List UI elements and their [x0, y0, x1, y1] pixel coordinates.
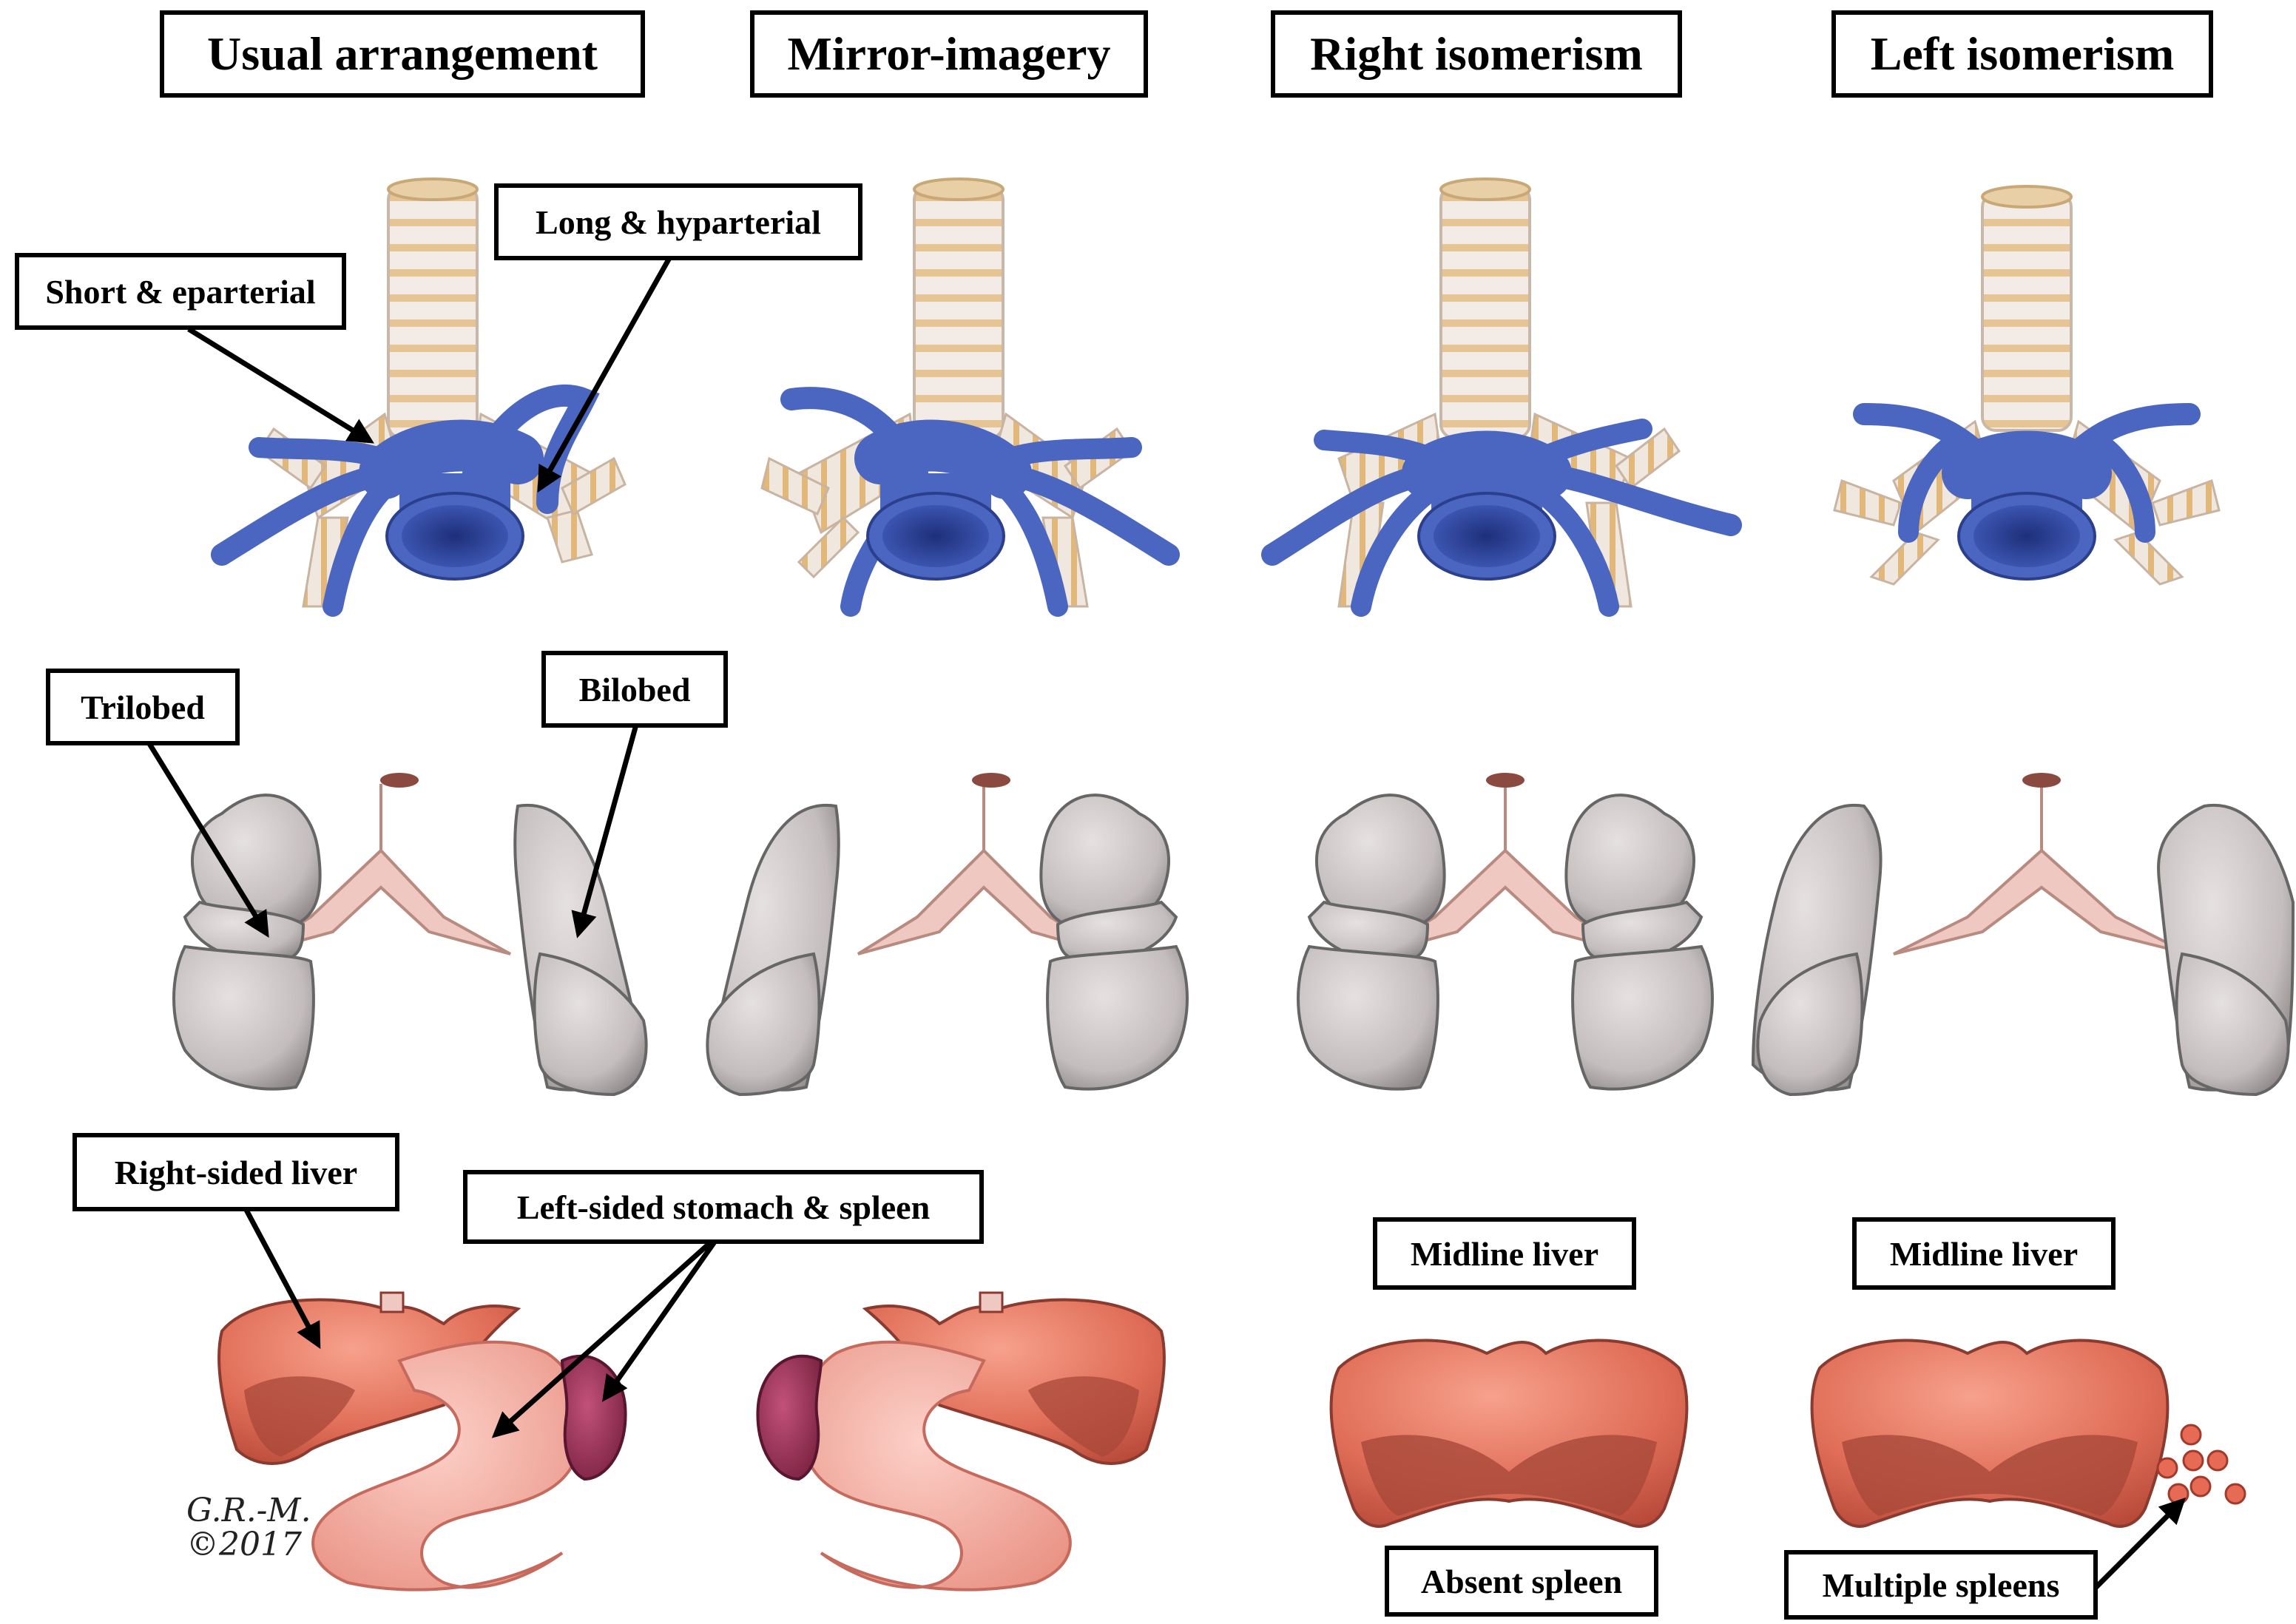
header-usual-text: Usual arrangement — [207, 27, 598, 80]
header-mirror-imagery: Mirror-imagery — [750, 10, 1148, 98]
label-right-sided-liver-text: Right-sided liver — [114, 1153, 358, 1191]
header-left-isomerism-text: Left isomerism — [1870, 27, 2175, 80]
header-right-isomerism: Right isomerism — [1271, 10, 1682, 98]
label-midline-liver-right-isomerism: Midline liver — [1373, 1217, 1636, 1290]
abdomen-mirror — [756, 1291, 1166, 1591]
artist-signature: G.R.-M. ©2017 — [186, 1492, 311, 1564]
label-multiple-spleens: Multiple spleens — [1784, 1550, 2098, 1620]
label-bilobed: Bilobed — [541, 651, 728, 728]
lungs-usual — [172, 773, 648, 1097]
label-long-hyparterial: Long & hyparterial — [494, 183, 862, 260]
signature-initials: G.R.-M. — [186, 1492, 311, 1529]
label-short-eparterial-text: Short & eparterial — [45, 272, 316, 311]
label-multiple-spleens-text: Multiple spleens — [1822, 1566, 2060, 1604]
callout-arrows — [143, 250, 2186, 1592]
signature-year: ©2017 — [186, 1526, 302, 1564]
label-absent-spleen: Absent spleen — [1385, 1546, 1658, 1617]
header-usual-arrangement: Usual arrangement — [160, 10, 645, 98]
label-midline-liver-right-text: Midline liver — [1410, 1234, 1599, 1273]
label-trilobed: Trilobed — [46, 669, 240, 745]
label-trilobed-text: Trilobed — [81, 688, 205, 726]
header-right-isomerism-text: Right isomerism — [1310, 27, 1643, 80]
abdomen-usual — [217, 1291, 627, 1591]
abdomen-left-isomerism — [1810, 1339, 2246, 1528]
bronchial-tree-mirror — [760, 177, 1180, 617]
bronchial-tree-right-isomerism — [1261, 177, 1742, 617]
lungs-right-isomerism — [1297, 773, 1714, 1091]
label-midline-liver-left-text: Midline liver — [1889, 1234, 2079, 1273]
bronchial-tree-left-isomerism — [1833, 185, 2221, 586]
multiple-spleens — [2156, 1424, 2246, 1505]
abdomen-right-isomerism — [1329, 1339, 1689, 1528]
header-left-isomerism: Left isomerism — [1831, 10, 2213, 98]
lungs-left-isomerism — [1751, 773, 2295, 1097]
lungs-mirror — [706, 773, 1189, 1097]
label-long-hyparterial-text: Long & hyparterial — [536, 203, 821, 241]
label-left-sided-stomach-spleen: Left-sided stomach & spleen — [463, 1170, 984, 1244]
label-midline-liver-left-isomerism: Midline liver — [1852, 1217, 2116, 1290]
header-mirror-text: Mirror-imagery — [787, 27, 1111, 80]
label-bilobed-text: Bilobed — [578, 670, 691, 708]
bronchial-tree-usual — [211, 177, 627, 617]
label-left-sided-stomach-spleen-text: Left-sided stomach & spleen — [516, 1188, 931, 1226]
label-absent-spleen-text: Absent spleen — [1420, 1562, 1623, 1600]
label-right-sided-liver: Right-sided liver — [72, 1133, 399, 1211]
label-short-eparterial: Short & eparterial — [15, 253, 346, 330]
